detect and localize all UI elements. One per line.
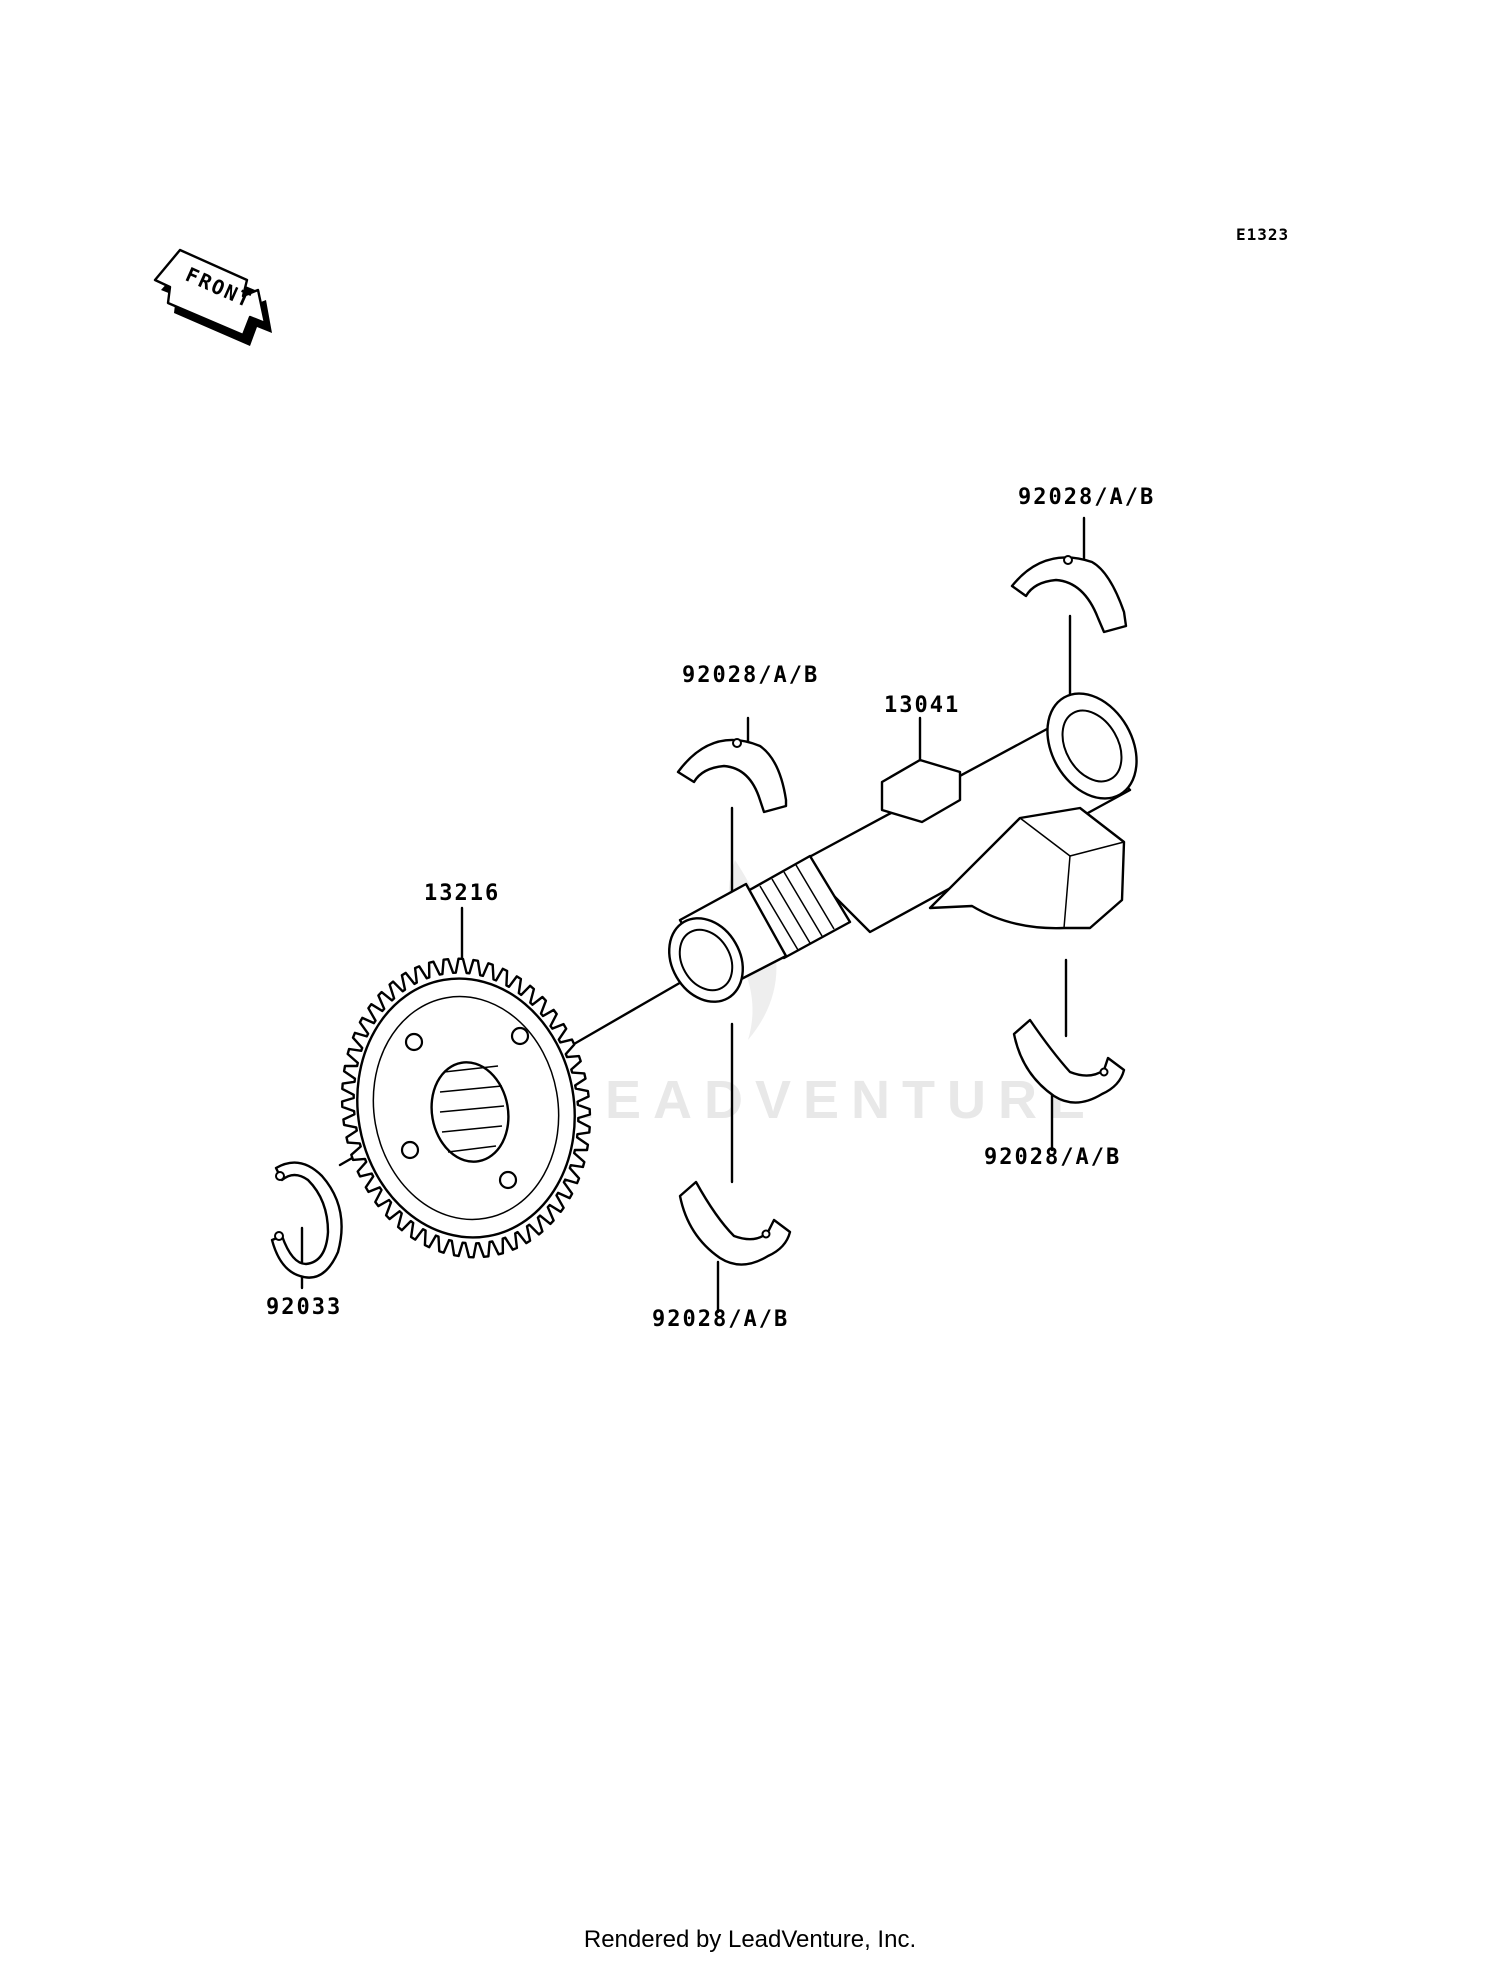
diagram-code: E1323: [1236, 225, 1289, 244]
footer-credit: Rendered by LeadVenture, Inc.: [583, 1926, 917, 1953]
part-label-balancer-shaft: 13041: [884, 693, 960, 718]
bearing-shell-bottom-mid: [678, 1180, 792, 1266]
balancer-shaft: [668, 692, 1138, 1003]
part-label-circlip: 92033: [266, 1295, 342, 1320]
bearing-shell-top-mid: [676, 738, 788, 814]
part-label-gear: 13216: [424, 881, 500, 906]
circlip: [270, 1161, 343, 1279]
part-label-bearing-top-right: 92028/A/B: [1018, 485, 1155, 510]
front-arrow-icon: FRONT: [153, 248, 272, 346]
part-label-bearing-bottom-right: 92028/A/B: [984, 1145, 1121, 1170]
watermark-text: LEADVENTURE: [560, 1070, 1097, 1130]
part-label-bearing-top-mid: 92028/A/B: [682, 663, 819, 688]
bearing-shell-bottom-right: [1012, 1018, 1126, 1104]
bearing-shell-top-right: [1010, 555, 1128, 634]
part-label-bearing-bottom-mid: 92028/A/B: [652, 1307, 789, 1332]
balancer-gear: [340, 957, 592, 1259]
